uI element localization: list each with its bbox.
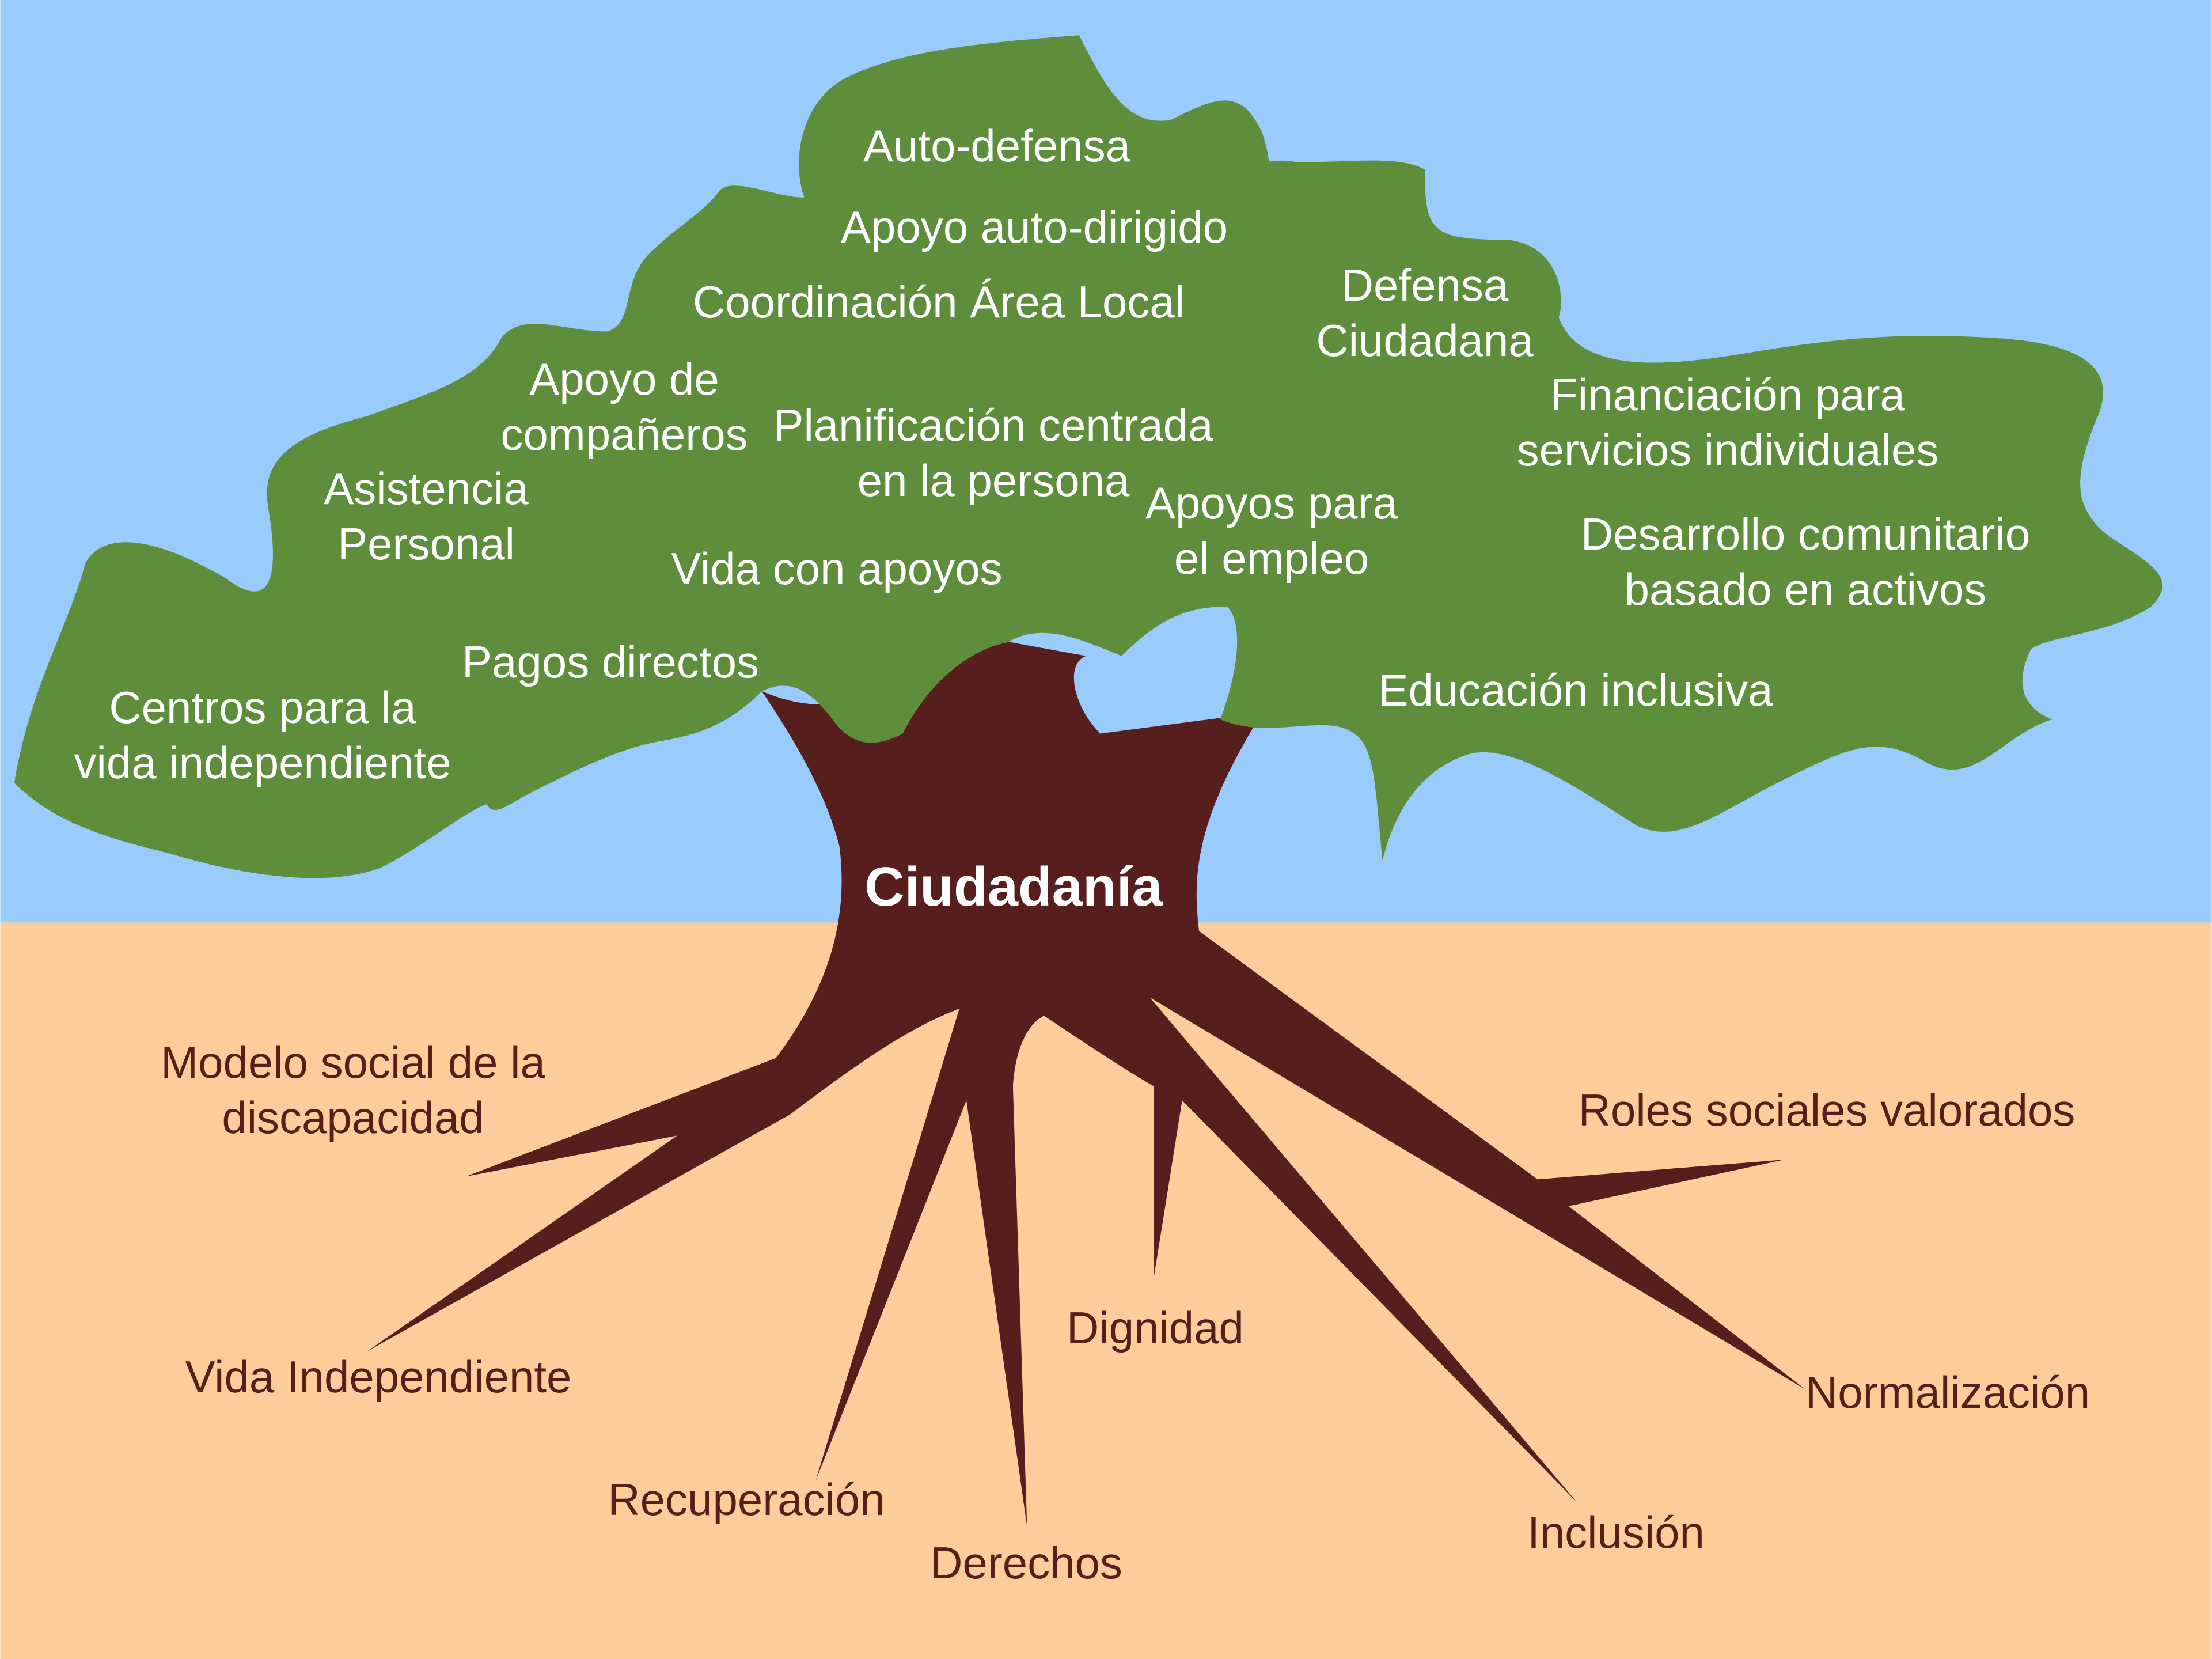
label-inclusion: Inclusión: [1527, 1507, 1705, 1558]
label-asistencia-personal: Asistencia Personal: [324, 463, 529, 569]
tree-trunk: [367, 642, 1806, 1527]
label-auto-defensa: Auto-defensa: [863, 120, 1131, 171]
label-educacion-inclusiva: Educación inclusiva: [1378, 665, 1773, 715]
label-dignidad: Dignidad: [1067, 1302, 1244, 1353]
label-normalizacion: Normalización: [1805, 1367, 2090, 1418]
label-vida-con-apoyos: Vida con apoyos: [671, 543, 1003, 594]
label-centros-vida-independiente: Centros para la vida independiente: [74, 682, 451, 788]
label-apoyo-companeros: Apoyo de compañeros: [500, 354, 748, 460]
label-coordinacion-area-local: Coordinación Área Local: [692, 276, 1185, 327]
label-financiacion: Financiación para servicios individuales: [1516, 369, 1939, 475]
tree-canopy: [14, 35, 2162, 878]
label-defensa-ciudadana: Defensa Ciudadana: [1316, 260, 1534, 366]
label-apoyo-auto-dirigido: Apoyo auto-dirigido: [840, 202, 1228, 252]
label-planificacion: Planificación centrada en la persona: [773, 400, 1213, 506]
label-recuperacion: Recuperación: [608, 1474, 885, 1525]
label-vida-independiente: Vida Independiente: [185, 1351, 572, 1402]
label-roles-sociales: Roles sociales valorados: [1578, 1085, 2076, 1135]
label-modelo-social: Modelo social de la discapacidad: [161, 1037, 545, 1143]
trunk-title: Ciudadanía: [864, 856, 1163, 918]
label-derechos: Derechos: [930, 1537, 1122, 1588]
label-desarrollo-comunitario: Desarrollo comunitario basado en activos: [1580, 509, 2031, 615]
label-apoyos-empleo: Apoyos para el empleo: [1145, 478, 1398, 584]
label-pagos-directos: Pagos directos: [462, 637, 759, 687]
